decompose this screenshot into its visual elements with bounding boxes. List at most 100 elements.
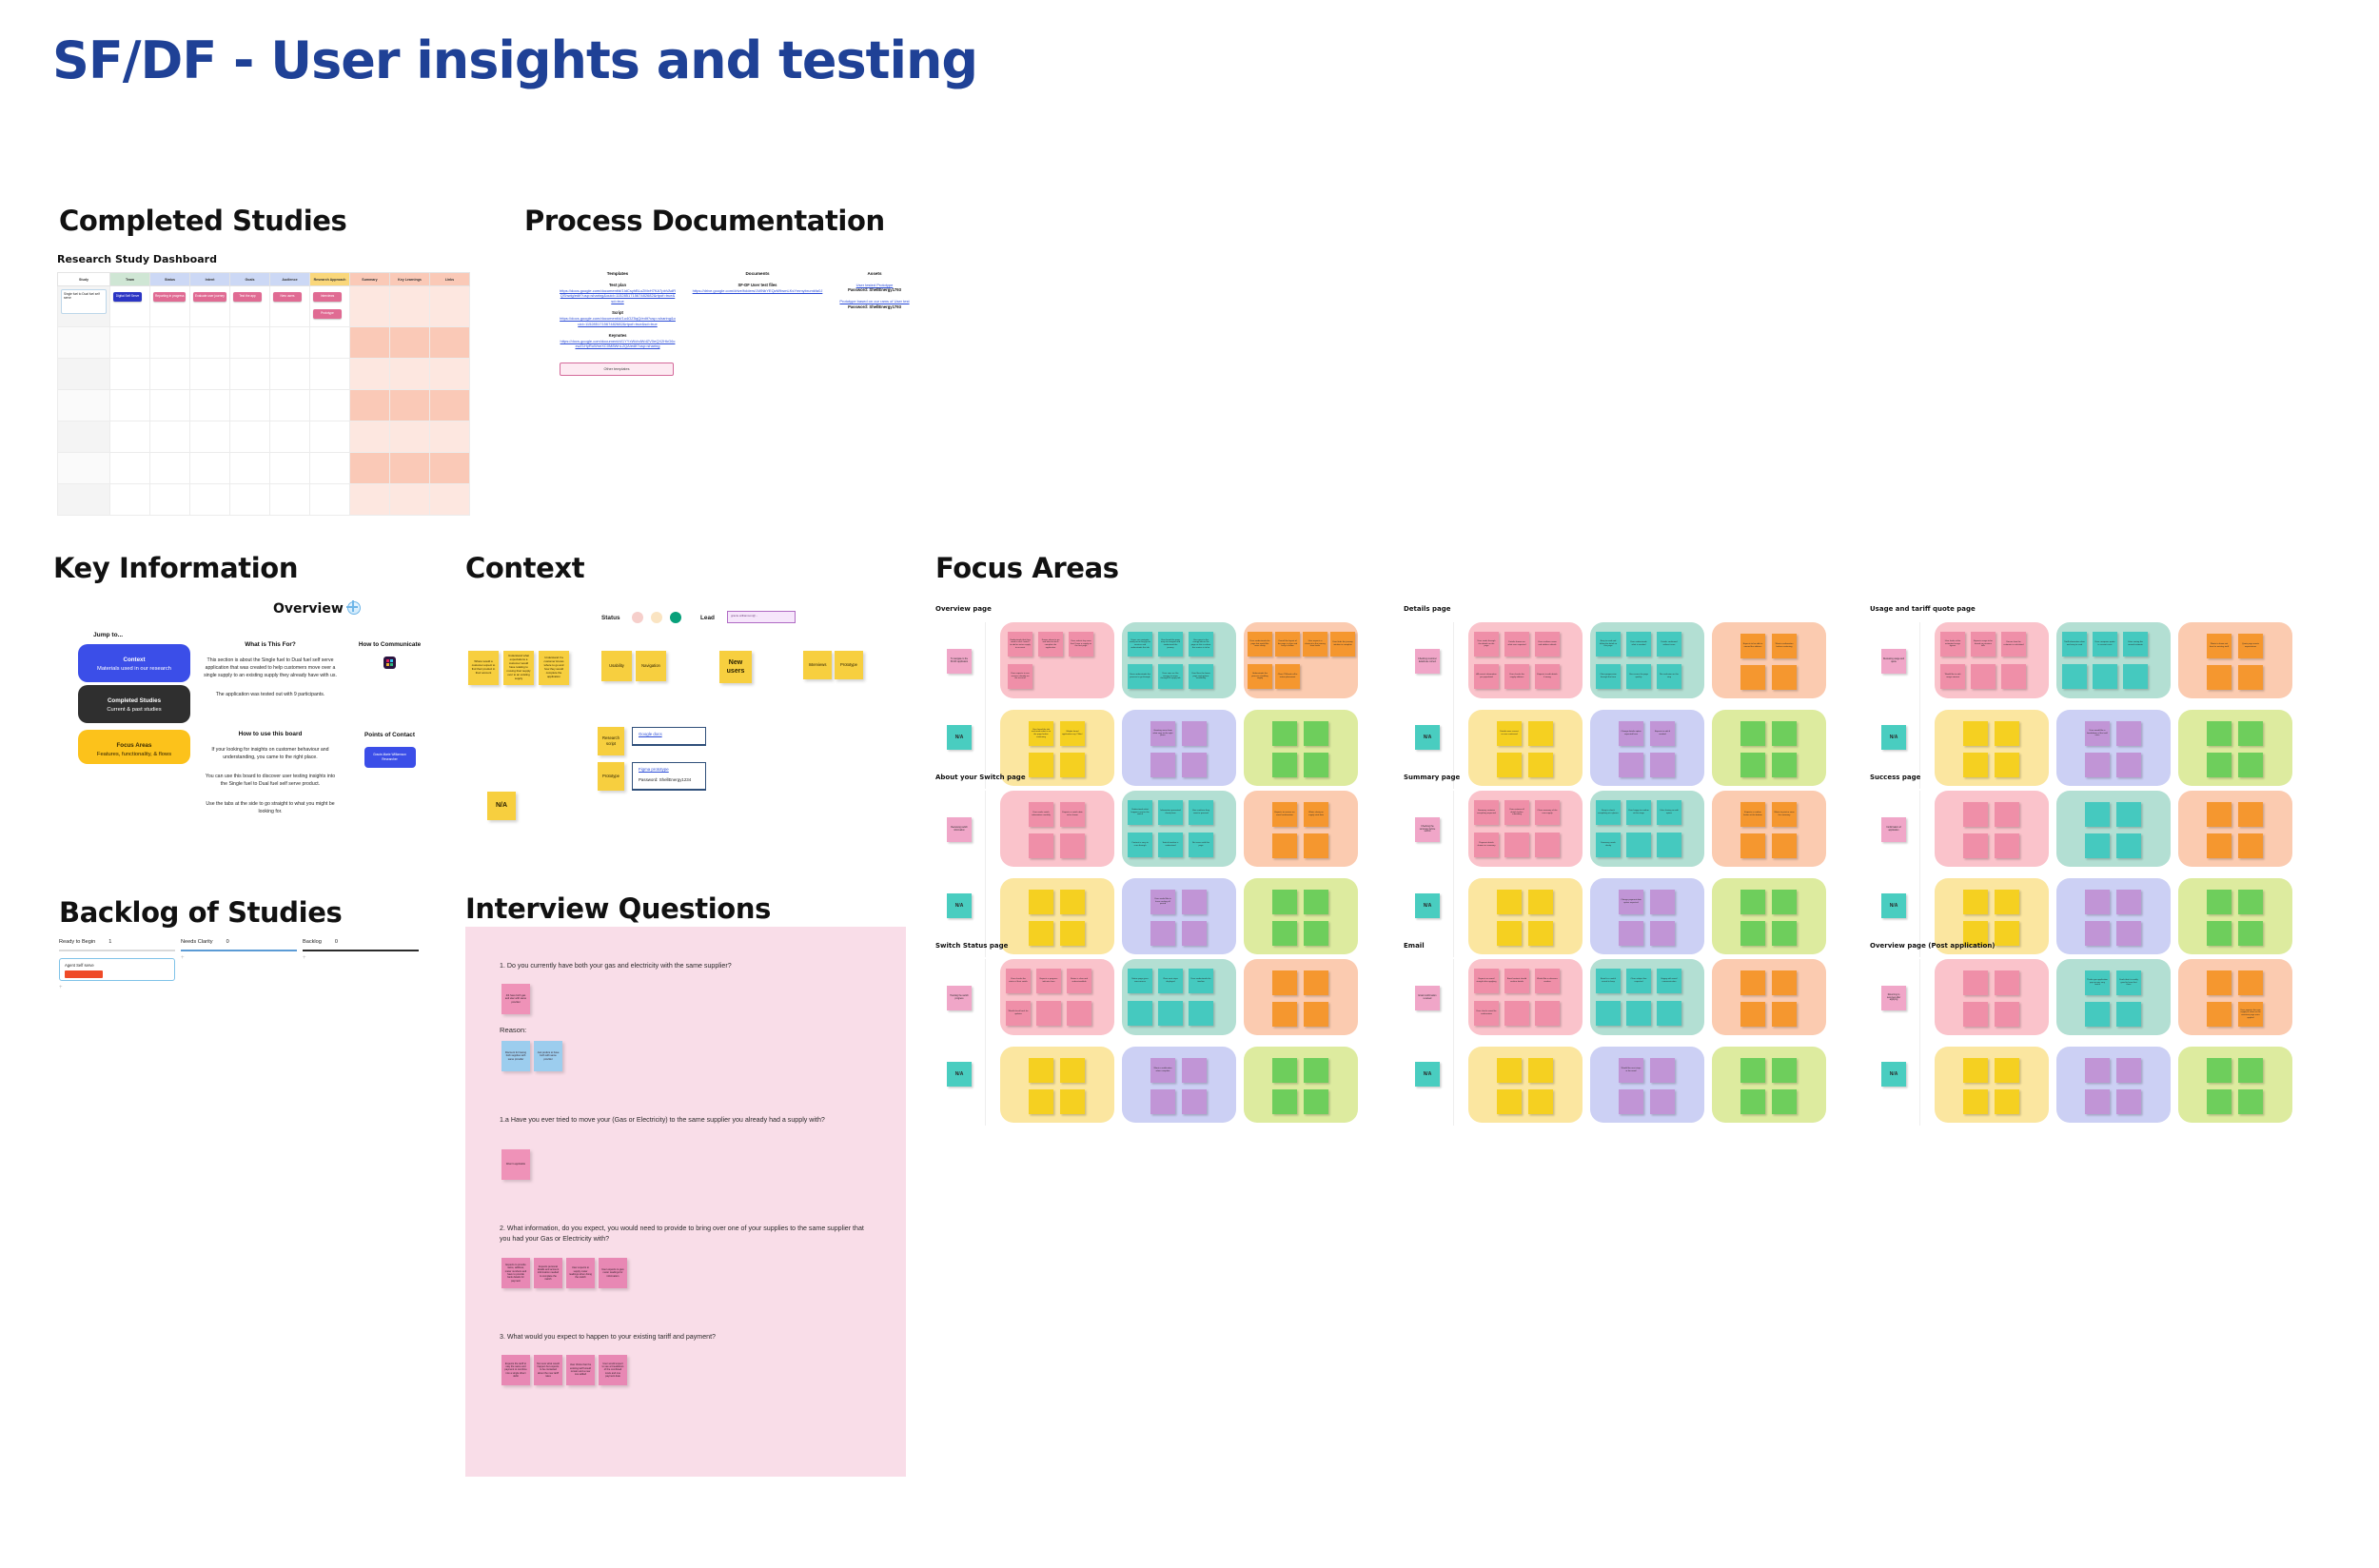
insight-sticky-note[interactable]: [2238, 753, 2263, 777]
insight-sticky-note[interactable]: [1029, 753, 1053, 777]
insight-sticky-note[interactable]: [1272, 833, 1297, 858]
backlog-add-card-button[interactable]: +: [303, 954, 306, 961]
insight-sticky-note[interactable]: Easy to read and follow the detail on th…: [1596, 632, 1621, 657]
insight-sticky-note[interactable]: [2238, 665, 2263, 690]
insight-sticky-note[interactable]: [1963, 1089, 1988, 1114]
focus-area-na-note[interactable]: N/A: [947, 893, 972, 918]
process-doc-link[interactable]: https://docs.google.com/document/d/1IdCs…: [560, 288, 676, 304]
insight-sticky-note[interactable]: Wants to print or save the summary: [1772, 802, 1797, 827]
insight-sticky-note[interactable]: [1650, 1089, 1675, 1114]
insight-sticky-note[interactable]: [2085, 833, 2110, 858]
insight-sticky-note[interactable]: User confirms name and address details: [1535, 632, 1560, 657]
insight-sticky-note[interactable]: [1497, 890, 1522, 914]
insight-sticky-note[interactable]: [1150, 921, 1175, 946]
insight-sticky-note[interactable]: User would like to know cooling off peri…: [1150, 890, 1175, 914]
context-note-prototype[interactable]: Prototype: [835, 651, 863, 679]
insight-sticky-note[interactable]: [2207, 921, 2232, 946]
insight-sticky-note[interactable]: User finds the journey intuitive to comp…: [1330, 632, 1355, 657]
insight-sticky-note[interactable]: Details shown are what user expected: [1504, 632, 1529, 657]
insight-sticky-note[interactable]: Information presented clearly here: [1158, 800, 1183, 825]
interview-answer-sticky[interactable]: User would expect to see a breakdown of …: [599, 1355, 627, 1385]
insight-sticky-note[interactable]: [1740, 833, 1765, 858]
status-dot-red[interactable]: [632, 612, 643, 623]
context-note-interviews[interactable]: Interviews: [803, 651, 832, 679]
insight-sticky-note[interactable]: [1304, 1089, 1328, 1114]
insight-sticky-note[interactable]: User happy to confirm at this stage: [1626, 800, 1651, 825]
insight-sticky-note[interactable]: User understands the page but would like…: [1248, 632, 1272, 657]
focus-area-topic-note[interactable]: Checking customer details are correct: [1415, 649, 1440, 674]
insight-sticky-note[interactable]: User scans the page quickly: [1626, 664, 1651, 689]
insight-sticky-note[interactable]: [1963, 721, 1988, 746]
interview-answer-sticky[interactable]: User expects to give meter readings for …: [599, 1258, 627, 1288]
insight-sticky-note[interactable]: [2001, 664, 2026, 689]
insight-sticky-note[interactable]: Clear next steps displayed: [1158, 969, 1183, 993]
insight-sticky-note[interactable]: [1995, 721, 2019, 746]
insight-sticky-note[interactable]: Users can navigate easily once they get …: [1128, 632, 1152, 657]
insight-sticky-note[interactable]: [1740, 921, 1765, 946]
insight-sticky-note[interactable]: [2116, 1089, 2141, 1114]
insight-sticky-note[interactable]: Understands what happens next in the swi…: [1128, 800, 1152, 825]
insight-sticky-note[interactable]: Details confirmed without issue: [1657, 632, 1681, 657]
insight-sticky-note[interactable]: [1304, 833, 1328, 858]
insight-sticky-note[interactable]: [1029, 833, 1053, 858]
insight-sticky-note[interactable]: [1740, 1058, 1765, 1083]
context-note-navigation[interactable]: Navigation: [636, 651, 666, 681]
insight-sticky-note[interactable]: Clear subject line expected: [1626, 969, 1651, 993]
insight-sticky-note[interactable]: Clear summary of the new supply: [1535, 800, 1560, 825]
insight-sticky-note[interactable]: Understands that they need to click 'swi…: [1008, 632, 1032, 657]
interview-answer-sticky[interactable]: Expects the tariff to stay the same and …: [501, 1355, 530, 1385]
insight-sticky-note[interactable]: [1772, 721, 1797, 746]
insight-sticky-note[interactable]: [1995, 1058, 2019, 1083]
insight-sticky-note[interactable]: User checks the supply address: [1504, 664, 1529, 689]
insight-sticky-note[interactable]: [1995, 921, 2019, 946]
insight-sticky-note[interactable]: [1740, 753, 1765, 777]
insight-sticky-note[interactable]: Unsure how the estimate is calculated: [2001, 632, 2026, 657]
insight-sticky-note[interactable]: [1528, 1089, 1553, 1114]
insight-sticky-note[interactable]: [1963, 833, 1988, 858]
insight-sticky-note[interactable]: [1995, 833, 2019, 858]
insight-sticky-note[interactable]: [1182, 753, 1207, 777]
insight-sticky-note[interactable]: [1963, 921, 1988, 946]
insight-sticky-note[interactable]: [1497, 753, 1522, 777]
insight-sticky-note[interactable]: [2238, 833, 2263, 858]
focus-area-topic-note[interactable]: Tracking the switch progress: [947, 986, 972, 1010]
focus-area-na-note[interactable]: N/A: [1415, 725, 1440, 750]
interview-answer-sticky[interactable]: Wasn't applicable: [501, 1149, 530, 1180]
insight-sticky-note[interactable]: [1995, 1089, 2019, 1114]
insight-sticky-note[interactable]: Expects a switch date to be shown: [1060, 802, 1085, 827]
approach-tag[interactable]: Interviews: [313, 292, 342, 302]
context-note-research-script[interactable]: Research script: [598, 727, 624, 755]
context-note-na[interactable]: N/A: [487, 792, 516, 820]
insight-sticky-note[interactable]: [1060, 1089, 1085, 1114]
insight-sticky-note[interactable]: No issues with this page: [1189, 833, 1213, 857]
insight-sticky-note[interactable]: User found the page easy to navigate and…: [1158, 632, 1183, 657]
insight-sticky-note[interactable]: [2116, 921, 2141, 946]
process-doc-link[interactable]: User tested Prototype: [855, 283, 894, 287]
insight-sticky-note[interactable]: [1158, 1001, 1183, 1026]
table-row[interactable]: [57, 452, 470, 484]
insight-sticky-note[interactable]: [1150, 753, 1175, 777]
insight-sticky-note[interactable]: Change details option expected here: [1619, 721, 1643, 746]
insight-sticky-note[interactable]: [1304, 1002, 1328, 1027]
insight-sticky-note[interactable]: [1772, 970, 1797, 995]
insight-sticky-note[interactable]: User expects the new supply to show on t…: [2238, 1002, 2263, 1027]
insight-sticky-note[interactable]: [1535, 833, 1560, 857]
context-note-prototype-material[interactable]: Prototype: [598, 762, 624, 791]
focus-area-na-note[interactable]: N/A: [947, 725, 972, 750]
insight-sticky-note[interactable]: Easy to check everything at a glance: [1596, 800, 1621, 825]
insight-sticky-note[interactable]: [2207, 970, 2232, 995]
insight-sticky-note[interactable]: [1963, 802, 1988, 827]
insight-sticky-note[interactable]: [1772, 1089, 1797, 1114]
insight-sticky-note[interactable]: [2123, 664, 2148, 689]
jump-card-completed-studies[interactable]: Completed Studies Current & past studies: [78, 685, 190, 723]
insight-sticky-note[interactable]: Likes having an edit option: [1657, 800, 1681, 825]
table-row[interactable]: [57, 421, 470, 453]
insight-sticky-note[interactable]: [1067, 1001, 1091, 1026]
insight-sticky-note[interactable]: [2093, 664, 2117, 689]
focus-area-na-note[interactable]: N/A: [1415, 893, 1440, 918]
insight-sticky-note[interactable]: [1740, 1089, 1765, 1114]
focus-area-topic-note[interactable]: Email confirmation received: [1415, 986, 1440, 1010]
context-note-goal-2[interactable]: Understand what expectations a customer …: [503, 651, 534, 685]
focus-area-na-note[interactable]: N/A: [947, 1062, 972, 1087]
insight-sticky-note[interactable]: Expects a progress indicator here: [1036, 969, 1061, 993]
